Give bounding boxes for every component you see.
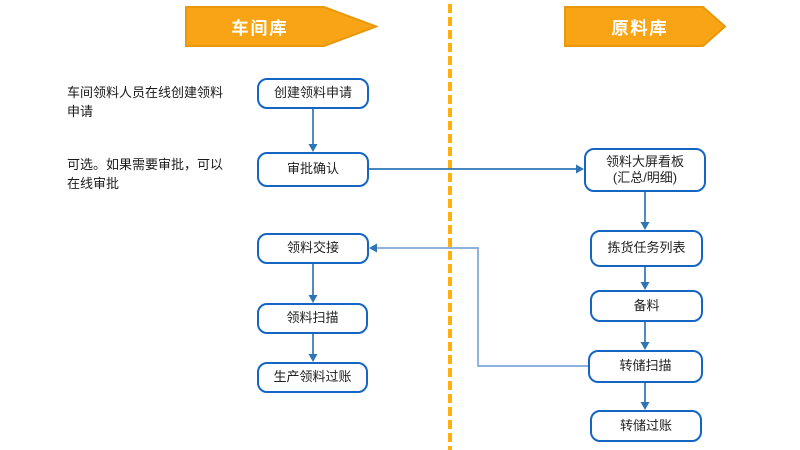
flow-node-material-dashboard-title: 领料大屏看板 [605,153,684,169]
lane-header-raw-material: 原料库 [564,6,726,47]
flow-node-material-handover: 领料交接 [257,233,369,264]
flow-node-material-staging: 备料 [590,290,703,322]
lane-header-workshop-label: 车间库 [231,19,289,38]
connector-material-scan-to-production-posting [308,334,318,362]
flow-node-approval-confirm: 审批确认 [257,152,369,187]
annotation-create-note: 车间领料人员在线创建领料申请 [67,85,224,119]
connector-create-to-approval [308,109,318,152]
arrow-banner-shape [185,6,378,47]
flow-node-picking-task-list: 拣货任务列表 [590,230,703,267]
connector-transfer-scan-to-handover [369,243,588,367]
lane-header-workshop: 车间库 [185,6,378,47]
arrow-banner-shape [564,6,726,47]
flow-node-material-dashboard-subtitle: (汇总/明细) [612,170,678,185]
flow-node-transfer-scan: 转储扫描 [588,350,703,383]
connector-staging-to-transfer-scan [640,322,650,350]
flow-node-material-dashboard: 领料大屏看板 (汇总/明细) [584,148,706,192]
flow-node-material-scan: 领料扫描 [257,303,368,334]
flow-node-create-material-request: 创建领料申请 [257,78,369,109]
lane-divider-dashed-line [448,4,452,450]
connector-transfer-scan-to-posting [640,383,650,410]
annotation-approval-note: 可选。如果需要审批，可以在线审批 [67,157,224,191]
lane-header-raw-material-label: 原料库 [611,19,669,38]
connector-approval-to-dashboard [369,164,584,174]
flow-node-transfer-posting: 转储过账 [590,410,702,442]
flow-node-production-issue-posting: 生产领料过账 [257,362,368,393]
connector-handover-to-material-scan [308,264,318,303]
connector-dashboard-to-picking [640,192,650,230]
connector-picking-to-staging [640,267,650,290]
